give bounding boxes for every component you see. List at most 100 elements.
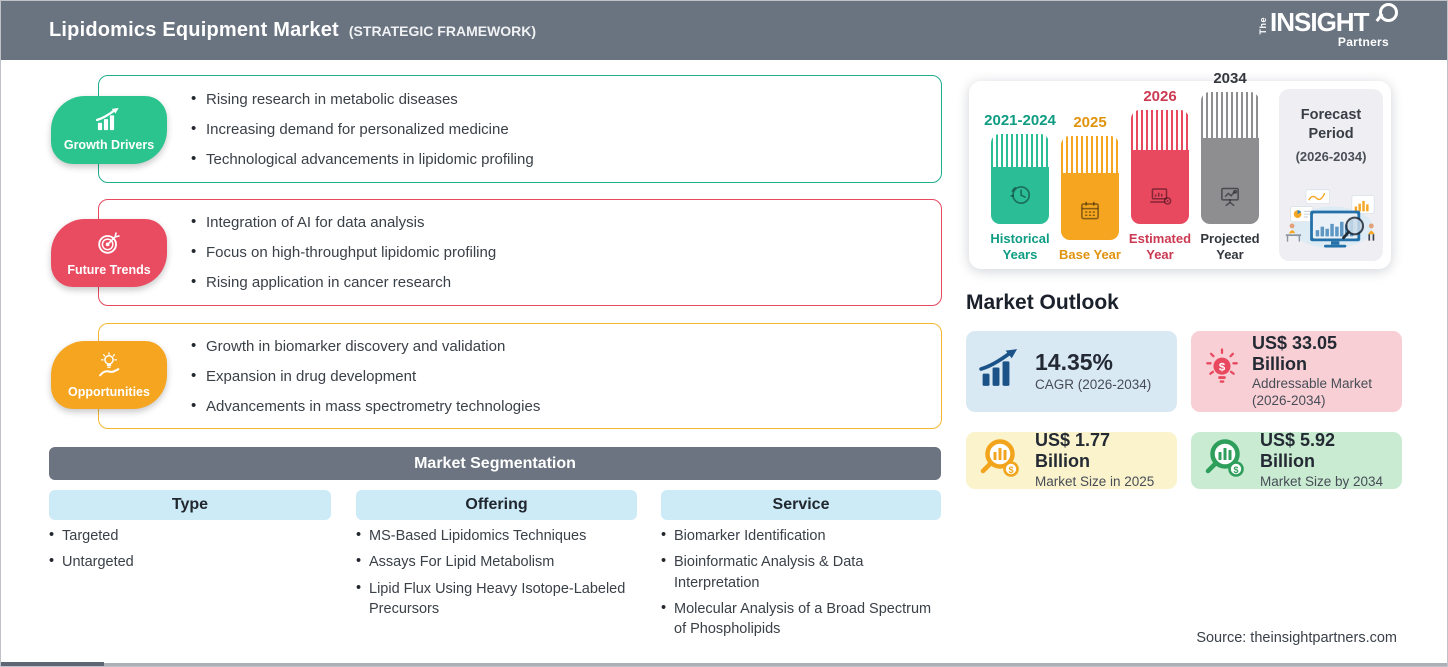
- forecast-period-panel: Forecast Period (2026-2034): [1279, 89, 1383, 261]
- bar-stripes: [991, 133, 1049, 167]
- bar-solid: [991, 166, 1049, 224]
- list-item: Targeted: [49, 525, 329, 546]
- future-trends-list: Integration of AI for data analysis Focu…: [191, 213, 496, 291]
- list-item: MS-Based Lipidomics Techniques: [356, 525, 632, 546]
- pill-label: Growth Drivers: [63, 138, 155, 152]
- bar: [1201, 91, 1259, 224]
- growth-chart-icon: [978, 349, 1024, 394]
- list-item: Biomarker Identification: [661, 525, 935, 546]
- header-bar: Lipidomics Equipment Market (STRATEGIC F…: [1, 1, 1447, 60]
- list-item: Increasing demand for personalized medic…: [191, 120, 534, 138]
- insight-partners-logo: The INSIGHT Partners: [1258, 3, 1398, 50]
- growth-drivers-box: Rising research in metabolic diseases In…: [98, 75, 942, 183]
- stat-value: US$ 5.92 Billion: [1260, 430, 1336, 472]
- stat-value: US$ 33.05 Billion: [1252, 332, 1338, 374]
- column-title: Offering: [465, 496, 528, 513]
- device-gear-icon: [1147, 182, 1173, 213]
- analytics-illustration: [1282, 187, 1380, 256]
- svg-text:$: $: [1233, 465, 1238, 475]
- history-clock-icon: [1007, 182, 1033, 213]
- svg-text:$: $: [1008, 465, 1013, 475]
- logo-main: INSIGHT: [1270, 7, 1369, 37]
- bar-stripes: [1061, 135, 1119, 173]
- bar-year-label: 2021-2024: [984, 111, 1056, 129]
- list-item: Advancements in mass spectrometry techno…: [191, 397, 540, 415]
- timeline-bar-projected: 2034 Projected Year: [1200, 69, 1259, 264]
- stat-value: US$ 1.77 Billion: [1035, 430, 1111, 472]
- bar: [991, 133, 1049, 224]
- stat-label: Market Size by 2034: [1260, 473, 1384, 489]
- bottom-accent-bar: [1, 662, 104, 666]
- opportunities-list: Growth in biomarker discovery and valida…: [191, 337, 540, 415]
- segment-column-offering: Offering: [356, 490, 637, 520]
- list-item: Lipid Flux Using Heavy Isotope-Labeled P…: [356, 578, 632, 620]
- list-item: Rising application in cancer research: [191, 273, 496, 291]
- service-list: Biomarker Identification Bioinformatic A…: [661, 525, 935, 645]
- timeline-bar-historical: 2021-2024 Historical Years: [984, 112, 1056, 264]
- segment-column-service: Service: [661, 490, 941, 520]
- list-item: Bioinformatic Analysis & Data Interpreta…: [661, 551, 935, 593]
- bar-name-label: Base Year: [1059, 246, 1121, 262]
- logo-sub: Partners: [1337, 35, 1389, 50]
- bar-chart-rising-icon: [95, 108, 123, 137]
- opportunities-box: Growth in biomarker discovery and valida…: [98, 323, 942, 429]
- logo-the: The: [1258, 16, 1268, 35]
- growth-drivers-pill: Growth Drivers: [51, 96, 167, 164]
- future-trends-pill: Future Trends: [51, 219, 167, 287]
- list-item: Growth in biomarker discovery and valida…: [191, 337, 540, 355]
- column-title: Type: [171, 496, 209, 513]
- market-size-2025-card: $ US$ 1.77 Billion Market Size in 2025: [966, 430, 1177, 489]
- timeline-card: 2021-2024 Historical Years 2025 Base Yea…: [969, 70, 1391, 269]
- bar-solid: [1201, 137, 1259, 224]
- list-item: Untargeted: [49, 551, 329, 572]
- list-item: Focus on high-throughput lipidomic profi…: [191, 243, 496, 261]
- list-item: Molecular Analysis of a Broad Spectrum o…: [661, 598, 935, 640]
- list-item: Rising research in metabolic diseases: [191, 90, 534, 108]
- page-subtitle: (STRATEGIC FRAMEWORK): [348, 23, 537, 39]
- bar-year-label: 2026: [1143, 87, 1177, 105]
- bar-name-label: Projected Year: [1200, 230, 1260, 262]
- stat-value: 14.35%: [1035, 348, 1114, 375]
- presentation-chart-icon: [1217, 182, 1243, 213]
- market-segmentation-header: Market Segmentation: [49, 447, 941, 480]
- segment-column-type: Type: [49, 490, 331, 520]
- segmentation-heading: Market Segmentation: [414, 454, 576, 472]
- list-item: Integration of AI for data analysis: [191, 213, 496, 231]
- magnifier-chart-dollar-icon: $: [1203, 437, 1249, 484]
- stat-label: CAGR (2026-2034): [1035, 377, 1152, 393]
- opportunities-pill: Opportunities: [51, 341, 167, 409]
- type-list: Targeted Untargeted: [49, 525, 329, 579]
- bar-stripes: [1131, 109, 1189, 150]
- bar-name-label: Estimated Year: [1128, 230, 1192, 262]
- addressable-market-card: $ US$ 33.05 Billion Addressable Market (…: [1191, 331, 1402, 412]
- hand-bulb-icon: [95, 351, 123, 384]
- offering-list: MS-Based Lipidomics Techniques Assays Fo…: [356, 525, 632, 625]
- future-trends-box: Integration of AI for data analysis Focu…: [98, 199, 942, 306]
- source-attribution: Source: theinsightpartners.com: [1196, 630, 1397, 646]
- market-outlook-heading: Market Outlook: [966, 291, 1119, 314]
- list-item: Expansion in drug development: [191, 367, 540, 385]
- bar-stripes: [1201, 91, 1259, 138]
- timeline-bar-base: 2025 Base Year: [1059, 114, 1121, 263]
- growth-drivers-list: Rising research in metabolic diseases In…: [191, 90, 534, 168]
- list-item: Assays For Lipid Metabolism: [356, 551, 632, 572]
- bulb-dollar-icon: $: [1203, 346, 1241, 397]
- bar: [1131, 109, 1189, 224]
- forecast-range: (2026-2034): [1295, 148, 1367, 164]
- list-item: Technological advancements in lipidomic …: [191, 150, 534, 168]
- header-title-wrap: Lipidomics Equipment Market (STRATEGIC F…: [49, 19, 536, 42]
- calendar-icon: [1077, 198, 1103, 229]
- bar-year-label: 2034: [1213, 69, 1247, 87]
- svg-text:$: $: [1219, 361, 1226, 373]
- bar-solid: [1061, 172, 1119, 240]
- target-dart-icon: [95, 229, 123, 262]
- pill-label: Opportunities: [68, 385, 150, 399]
- page-title: Lipidomics Equipment Market: [49, 19, 339, 41]
- bar: [1061, 135, 1119, 240]
- column-title: Service: [772, 496, 830, 513]
- timeline-bar-estimated: 2026 Estimated Year: [1129, 87, 1191, 264]
- bar-solid: [1131, 149, 1189, 224]
- bottom-border-line: [104, 663, 1447, 666]
- market-size-2034-card: $ US$ 5.92 Billion Market Size by 2034: [1191, 430, 1402, 489]
